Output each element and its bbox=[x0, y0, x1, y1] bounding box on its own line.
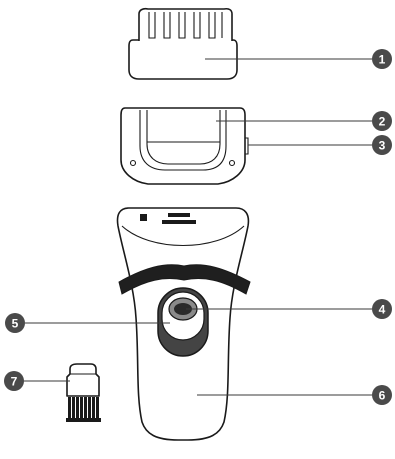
callout-badge-4: 4 bbox=[372, 299, 392, 319]
callout-badge-1: 1 bbox=[372, 49, 392, 69]
callout-badge-7: 7 bbox=[4, 371, 24, 391]
comb-teeth bbox=[138, 7, 233, 41]
callout-label: 5 bbox=[12, 317, 19, 331]
callout-label: 6 bbox=[379, 389, 386, 403]
comb-attachment bbox=[128, 7, 238, 80]
cleaning-brush bbox=[66, 363, 101, 422]
top-slots bbox=[140, 213, 196, 224]
roller-head bbox=[120, 107, 249, 185]
callout-label: 2 bbox=[379, 115, 386, 129]
grip-band bbox=[118, 264, 251, 295]
callout-label: 7 bbox=[11, 375, 18, 389]
callout-label: 3 bbox=[379, 139, 386, 153]
brush-bristles bbox=[66, 397, 101, 422]
callout-badge-3: 3 bbox=[372, 135, 392, 155]
callout-badge-6: 6 bbox=[372, 385, 392, 405]
power-button[interactable] bbox=[157, 287, 209, 357]
leader-lines bbox=[22, 58, 372, 396]
callout-badge-2: 2 bbox=[372, 111, 392, 131]
callout-label: 4 bbox=[379, 303, 386, 317]
main-body bbox=[116, 207, 251, 441]
callout-badge-5: 5 bbox=[5, 313, 25, 333]
callout-label: 1 bbox=[379, 53, 386, 67]
